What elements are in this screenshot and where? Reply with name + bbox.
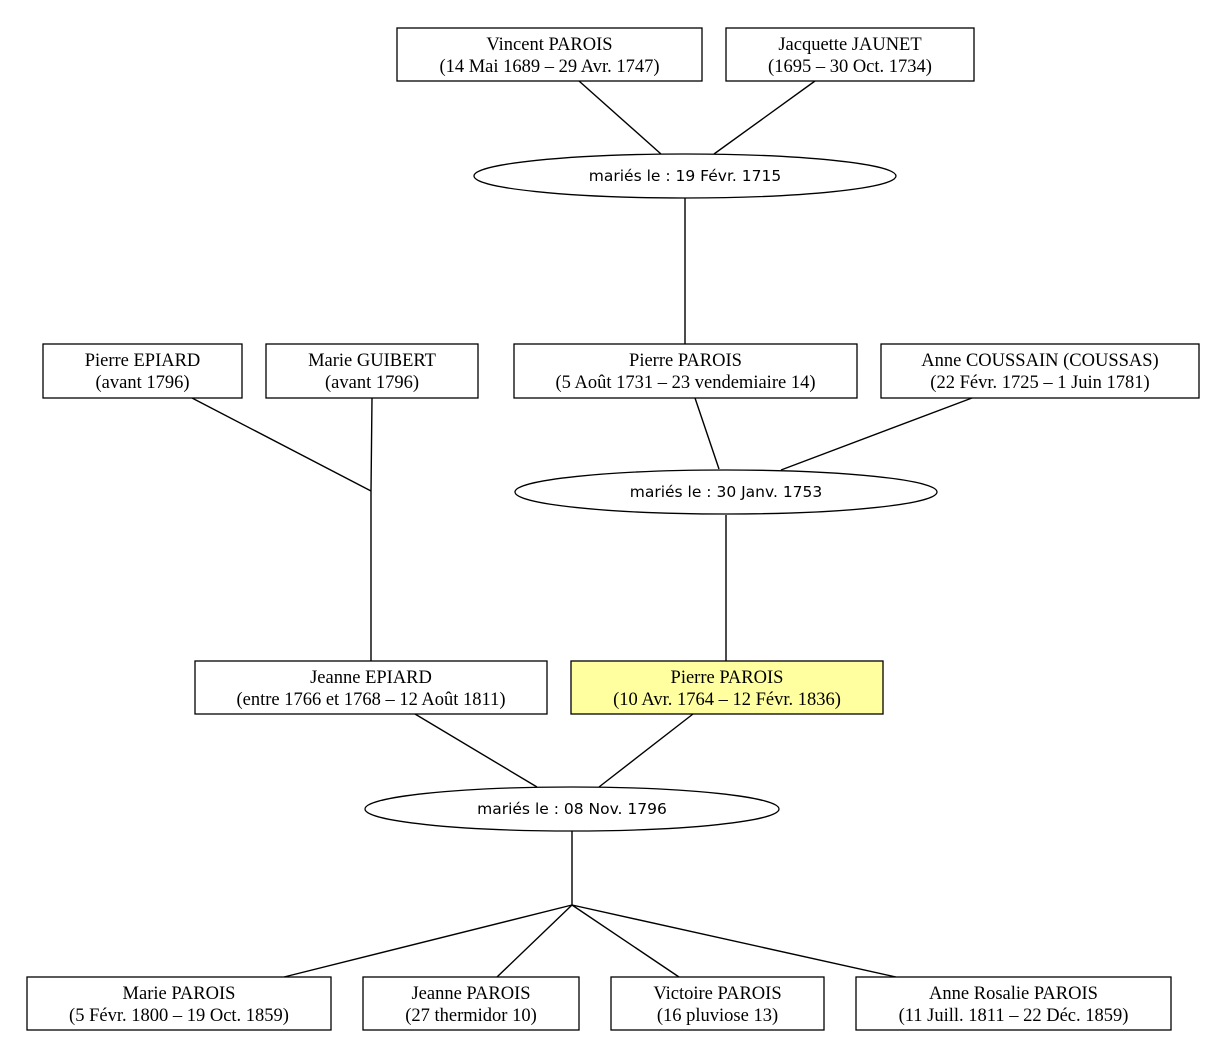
person-dates: (avant 1796) (95, 373, 189, 393)
person-dates: (10 Avr. 1764 – 12 Févr. 1836) (613, 690, 841, 710)
person-name: Jeanne EPIARD (310, 668, 432, 688)
edge-pierre-1731-to-marriage-1753 (694, 397, 720, 470)
edge-pierre-1764-to-marriage-1796 (598, 713, 694, 788)
person-dates: (1695 – 30 Oct. 1734) (768, 57, 932, 77)
person-dates: (16 pluviose 13) (657, 1006, 778, 1026)
person-pierre-parois-1731[interactable]: Pierre PAROIS (5 Août 1731 – 23 vendemia… (513, 343, 858, 399)
edge-pierre-epiard-to-junction (191, 397, 372, 492)
person-name: Marie GUIBERT (308, 351, 436, 371)
person-dates: (14 Mai 1689 – 29 Avr. 1747) (439, 57, 659, 77)
person-name: Pierre PAROIS (671, 668, 784, 688)
marriage-1715[interactable]: mariés le : 19 Févr. 1715 (473, 153, 897, 199)
person-box (194, 660, 548, 715)
person-name: Pierre EPIARD (85, 351, 201, 371)
person-dates: (27 thermidor 10) (405, 1006, 537, 1026)
person-dates: (avant 1796) (325, 373, 419, 393)
person-name: Victoire PAROIS (653, 984, 781, 1004)
edge-vincent-to-marriage-1715 (578, 80, 662, 155)
edge-junction-to-marie-parois (283, 904, 573, 978)
edge-anne-to-marriage-1753 (780, 397, 973, 471)
marriage-1753[interactable]: mariés le : 30 Janv. 1753 (514, 469, 938, 515)
marriage-label: mariés le : 19 Févr. 1715 (589, 167, 781, 185)
person-box (513, 343, 858, 399)
edge-junction-to-jeanne-parois (496, 904, 573, 978)
person-name: Pierre PAROIS (629, 351, 742, 371)
person-box (610, 976, 825, 1031)
person-dates: (11 Juill. 1811 – 22 Déc. 1859) (899, 1006, 1129, 1026)
person-dates: (5 Août 1731 – 23 vendemiaire 14) (556, 373, 816, 393)
marriage-1796[interactable]: mariés le : 08 Nov. 1796 (364, 786, 780, 832)
person-name: Vincent PAROIS (486, 35, 612, 55)
person-jeanne-epiard[interactable]: Jeanne EPIARD (entre 1766 et 1768 – 12 A… (194, 660, 548, 715)
marriage-ellipse (364, 786, 780, 832)
person-box (880, 343, 1200, 399)
marriage-ellipse (514, 469, 938, 515)
person-box (362, 976, 580, 1031)
person-pierre-parois-1764[interactable]: Pierre PAROIS (10 Avr. 1764 – 12 Févr. 1… (570, 660, 884, 715)
person-marie-guibert[interactable]: Marie GUIBERT (avant 1796) (265, 343, 479, 399)
connector-lines (191, 80, 973, 978)
person-jeanne-parois[interactable]: Jeanne PAROIS (27 thermidor 10) (362, 976, 580, 1031)
person-vincent-parois[interactable]: Vincent PAROIS (14 Mai 1689 – 29 Avr. 17… (396, 27, 703, 82)
person-anne-coussain[interactable]: Anne COUSSAIN (COUSSAS) (22 Févr. 1725 –… (880, 343, 1200, 399)
person-anne-rosalie-parois[interactable]: Anne Rosalie PAROIS (11 Juill. 1811 – 22… (855, 976, 1172, 1031)
person-marie-parois[interactable]: Marie PAROIS (5 Févr. 1800 – 19 Oct. 185… (26, 976, 332, 1031)
person-dates: (5 Févr. 1800 – 19 Oct. 1859) (69, 1006, 289, 1026)
person-box (396, 27, 703, 82)
marriage-label: mariés le : 08 Nov. 1796 (477, 800, 667, 818)
person-victoire-parois[interactable]: Victoire PAROIS (16 pluviose 13) (610, 976, 825, 1031)
edge-marie-guibert-to-junction (370, 397, 373, 492)
person-box (725, 27, 975, 82)
person-name: Jacquette JAUNET (778, 35, 921, 55)
person-name: Anne COUSSAIN (COUSSAS) (921, 351, 1158, 371)
person-box (265, 343, 479, 399)
marriage-label: mariés le : 30 Janv. 1753 (630, 483, 823, 501)
person-dates: (entre 1766 et 1768 – 12 Août 1811) (236, 690, 505, 710)
person-box (855, 976, 1172, 1031)
person-name: Marie PAROIS (123, 984, 236, 1004)
edge-jeanne-epiard-to-marriage-1796 (414, 713, 538, 788)
edge-junction-to-anne-rosalie-parois (571, 904, 897, 978)
edge-junction-to-victoire-parois (571, 904, 680, 978)
person-dates: (22 Févr. 1725 – 1 Juin 1781) (930, 373, 1149, 393)
person-box (26, 976, 332, 1031)
person-pierre-epiard[interactable]: Pierre EPIARD (avant 1796) (42, 343, 243, 399)
edge-jacquette-to-marriage-1715 (713, 80, 816, 155)
person-name: Jeanne PAROIS (411, 984, 530, 1004)
person-box (42, 343, 243, 399)
marriage-ellipse (473, 153, 897, 199)
person-name: Anne Rosalie PAROIS (929, 984, 1098, 1004)
person-jacquette-jaunet[interactable]: Jacquette JAUNET (1695 – 30 Oct. 1734) (725, 27, 975, 82)
person-box-highlighted (570, 660, 884, 715)
